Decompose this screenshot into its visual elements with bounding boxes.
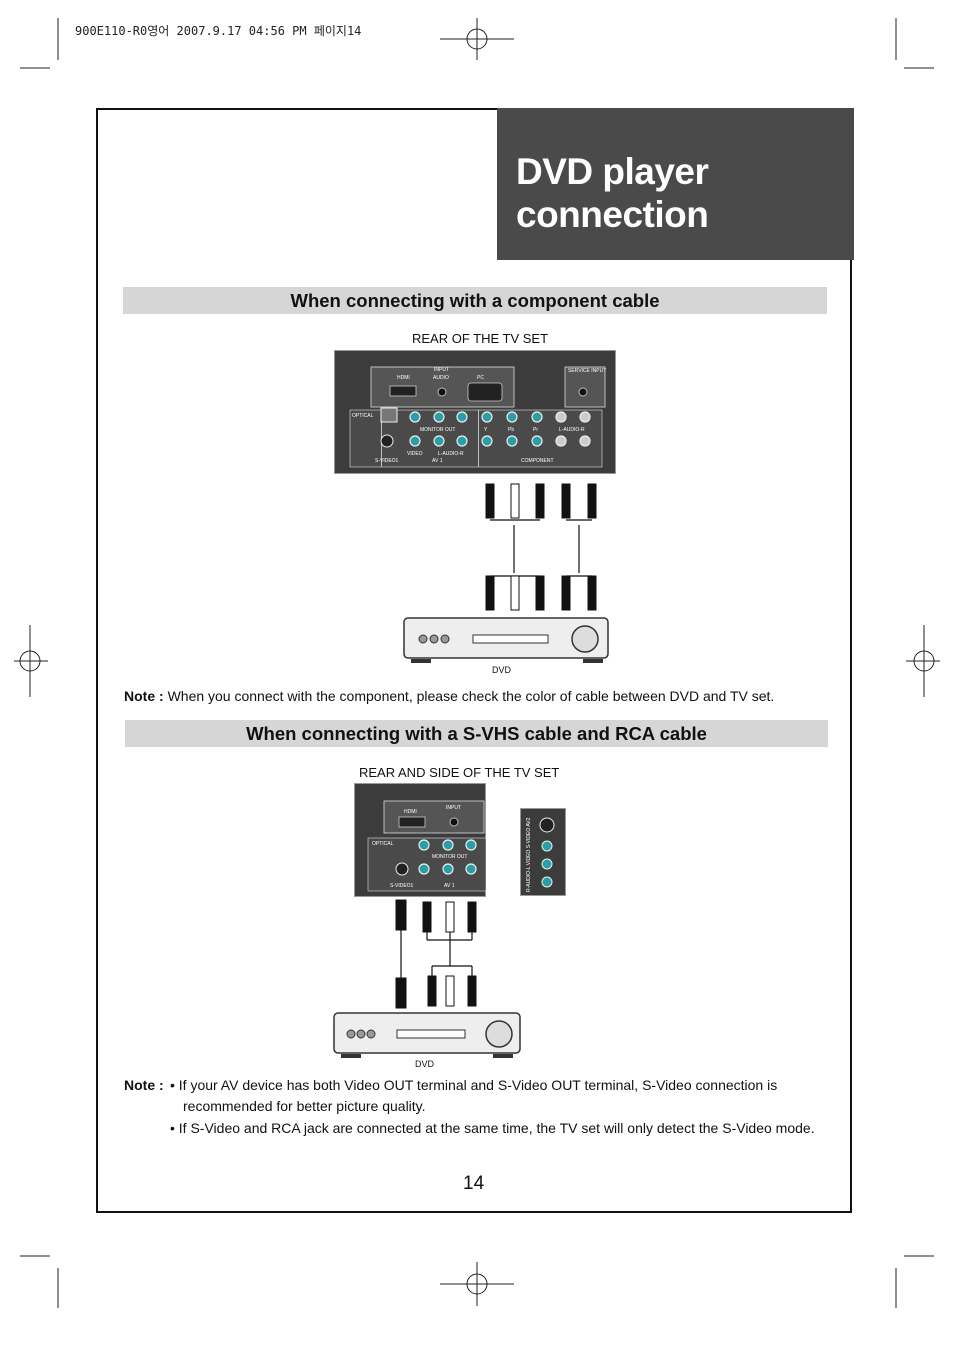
label-y: Y [484, 427, 488, 433]
label-pr: Pr [533, 427, 538, 433]
rear-caption-1: REAR OF THE TV SET [412, 331, 549, 346]
dvd-caption-2: DVD [415, 1059, 435, 1069]
label-video: VIDEO [407, 451, 423, 457]
title-block [497, 108, 854, 260]
rear-caption-2: REAR AND SIDE OF THE TV SET [359, 765, 560, 780]
section-heading-svhs-rca: When connecting with a S-VHS cable and R… [125, 720, 828, 747]
note-component: Note : When you connect with the compone… [124, 686, 824, 707]
label-s-video: S-VIDEO1 [375, 458, 399, 464]
label-monitor-out: MONITOR OUT [420, 427, 455, 433]
title-line-1: DVD player [516, 151, 709, 192]
page-title: DVD player connection [516, 150, 709, 236]
dvd-caption-1: DVD [492, 665, 512, 675]
print-header: 900E110-R0영어 2007.9.17 04:56 PM 페이지14 [75, 24, 362, 38]
label-l-audio-r-2: L-AUDIO-R [438, 451, 464, 457]
tv-rear-panel-partial: INPUT HDMI OPTICAL MONITOR OUT S-VIDEO1 … [354, 783, 486, 897]
note-text-1: When you connect with the component, ple… [167, 688, 775, 704]
label-hdmi: HDMI [397, 375, 410, 381]
label-av1: AV 1 [432, 458, 443, 464]
tv-rear-panel: INPUT HDMI AUDIO PC SERVICE INPUT OPTICA… [334, 350, 616, 474]
label-input-2: INPUT [446, 805, 461, 811]
note-label-1: Note : [124, 688, 164, 704]
label-pb: Pb [508, 427, 514, 433]
label-l-audio-r: L-AUDIO-R [559, 427, 585, 433]
label-input: INPUT [434, 367, 449, 373]
page-frame [96, 108, 852, 1213]
note-item-1: • If your AV device has both Video OUT t… [170, 1077, 778, 1114]
label-pc: PC [477, 375, 484, 381]
label-hdmi-2: HDMI [404, 809, 417, 815]
note-item-2: • If S-Video and RCA jack are connected … [170, 1120, 815, 1136]
label-component: COMPONENT [521, 458, 554, 464]
page-number: 14 [463, 1173, 485, 1194]
section-heading-component: When connecting with a component cable [123, 287, 827, 314]
label-monitor-out-2: MONITOR OUT [432, 854, 467, 860]
label-optical-2: OPTICAL [372, 841, 394, 847]
label-service-input: SERVICE INPUT [568, 368, 606, 374]
label-s-video-2: S-VIDEO1 [390, 883, 414, 889]
label-optical: OPTICAL [352, 413, 374, 419]
side-panel-label: R-AUDIO-L VIDEO S-VIDEO AV2 [526, 817, 532, 892]
dvd-player-1 [403, 617, 609, 663]
note-label-2: Note : [124, 1077, 164, 1093]
component-cable [485, 483, 597, 611]
label-av1-2: AV 1 [444, 883, 455, 889]
tv-side-panel: R-AUDIO-L VIDEO S-VIDEO AV2 [520, 808, 566, 896]
title-line-2: connection [516, 194, 709, 235]
svhs-rca-cable [395, 899, 477, 1009]
dvd-player-2 [333, 1012, 521, 1058]
label-audio: AUDIO [433, 375, 449, 381]
